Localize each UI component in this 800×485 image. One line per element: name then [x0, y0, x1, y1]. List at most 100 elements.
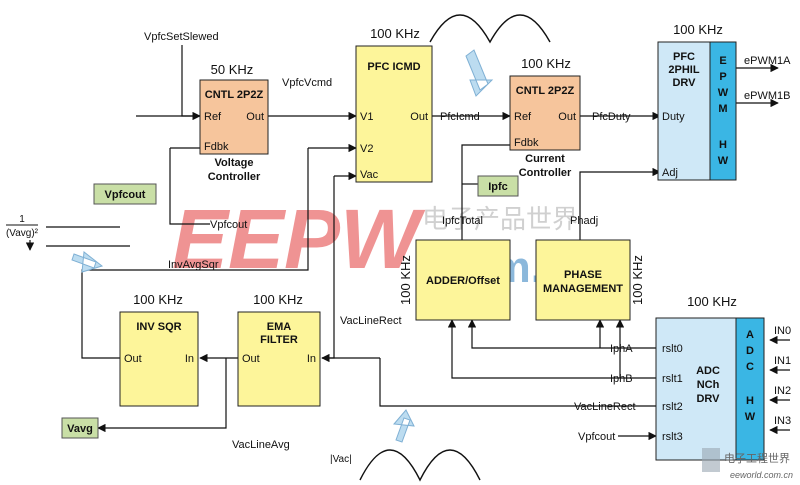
pfc-icmd-signal-label: PfcIcmd	[440, 111, 480, 123]
block-caption: Controller	[519, 167, 572, 179]
block-caption: Current	[525, 153, 565, 165]
block-title: EMA	[267, 321, 292, 333]
block-title: CNTL 2P2Z	[205, 89, 264, 101]
corner-watermark-cn: 电子工程世界	[724, 452, 790, 465]
in1-label: IN1	[774, 355, 791, 367]
blue-arrow-bottom	[392, 409, 415, 443]
port-fdbk: Fdbk	[514, 137, 539, 149]
in0-label: IN0	[774, 325, 791, 337]
epwm1a-label: ePWM1A	[744, 55, 791, 67]
block-title: 2PHIL	[668, 64, 699, 76]
port-out: Out	[410, 111, 428, 123]
corner-watermark-url: eeworld.com.cn	[730, 470, 793, 480]
inv-sqr-block: 100 KHz INV SQR Out In	[119, 292, 199, 407]
hw-letter: D	[746, 345, 754, 357]
vavg-label: Vavg	[67, 423, 93, 435]
block-title: DRV	[672, 77, 696, 89]
vpfc-set-slewed-label: VpfcSetSlewed	[144, 31, 219, 43]
port-ref: Ref	[514, 111, 532, 123]
freq-label: 100 KHz	[133, 292, 183, 307]
hw-letter: E	[719, 55, 726, 67]
hw-letter: W	[718, 155, 729, 167]
port-rslt3: rslt3	[662, 431, 683, 443]
voltage-controller-block: 50 KHz CNTL 2P2Z Ref Out Fdbk Voltage Co…	[199, 62, 269, 183]
freq-label: 100 KHz	[370, 26, 420, 41]
port-fdbk: Fdbk	[204, 141, 229, 153]
vpfcout-adc-label: Vpfcout	[578, 431, 615, 443]
port-duty: Duty	[662, 111, 685, 123]
adder-offset-block: 100 KHz ADDER/Offset	[398, 239, 511, 321]
block-title: MANAGEMENT	[543, 283, 623, 295]
phase-management-block: PHASE MANAGEMENT 100 KHz	[535, 239, 645, 321]
corner-watermark: 电子工程世界 eeworld.com.cn	[702, 448, 793, 480]
signal-labels: VpfcSetSlewed VpfcVcmd PfcIcmd PfcDuty e…	[6, 31, 791, 465]
pfc-driver-block: 100 KHz PFC 2PHIL DRV Duty Adj E P W M H…	[657, 22, 737, 181]
ipfc-label: Ipfc	[488, 181, 508, 193]
pfc-icmd-block: 100 KHz PFC ICMD V1 Out V2 Vac	[355, 26, 433, 183]
vpfcout-signal-label: Vpfcout	[210, 219, 247, 231]
hw-letter: H	[746, 395, 754, 407]
port-ref: Ref	[204, 111, 222, 123]
block-title: ADDER/Offset	[426, 275, 500, 287]
rectified-sine-top	[429, 14, 551, 44]
block-caption: Voltage	[215, 157, 254, 169]
ipfc-label-box: Ipfc	[477, 175, 519, 197]
port-rslt2: rslt2	[662, 401, 683, 413]
block-title: PFC ICMD	[367, 61, 420, 73]
freq-label: 100 KHz	[521, 56, 571, 71]
adc-driver-block: 100 KHz ADC NCh DRV rslt0 rslt1 rslt2 rs…	[655, 294, 765, 461]
in2-label: IN2	[774, 385, 791, 397]
ipha-label: IphA	[610, 343, 633, 355]
ema-filter-block: 100 KHz EMA FILTER Out In	[237, 292, 321, 407]
signal-wires	[46, 45, 790, 441]
vac-abs-label: |Vac|	[330, 454, 352, 465]
watermark-chinese: 电子产品世界	[422, 205, 578, 235]
hw-letter: P	[719, 71, 726, 83]
port-in: In	[185, 353, 194, 365]
vac-line-rect-label: VacLineRect	[340, 315, 402, 327]
block-caption: Controller	[208, 171, 261, 183]
freq-label: 100 KHz	[253, 292, 303, 307]
port-out: Out	[558, 111, 576, 123]
block-title: DRV	[696, 393, 720, 405]
vpfcout-label-box: Vpfcout	[93, 183, 157, 205]
ipfc-total-label: IpfcTotal	[442, 215, 483, 227]
freq-label: 50 KHz	[211, 62, 254, 77]
hw-letter: W	[745, 411, 756, 423]
port-out: Out	[124, 353, 142, 365]
fraction-numerator: 1	[19, 214, 25, 225]
current-controller-block: 100 KHz CNTL 2P2Z Ref Out Fdbk Current C…	[509, 56, 581, 179]
vac-line-rect-adc-label: VacLineRect	[574, 401, 636, 413]
watermark-brand: EEPW	[172, 192, 426, 286]
block-title: FILTER	[260, 334, 298, 346]
port-out: Out	[242, 353, 260, 365]
freq-label: 100 KHz	[673, 22, 723, 37]
block-title: PHASE	[564, 269, 602, 281]
block-title: INV SQR	[136, 321, 181, 333]
block-title: ADC	[696, 365, 720, 377]
hw-letter: C	[746, 361, 754, 373]
port-rslt0: rslt0	[662, 343, 683, 355]
port-adj: Adj	[662, 167, 678, 179]
block-title: CNTL 2P2Z	[516, 85, 575, 97]
watermark: EEPW .com.cn 电子产品世界	[172, 192, 594, 292]
port-out: Out	[246, 111, 264, 123]
vpfc-vcmd-label: VpfcVcmd	[282, 77, 332, 89]
freq-label: 100 KHz	[687, 294, 737, 309]
freq-label: 100 KHz	[398, 255, 413, 305]
iphb-label: IphB	[610, 373, 633, 385]
blue-arrow-top	[465, 49, 494, 97]
port-vac: Vac	[360, 169, 379, 181]
port-v1: V1	[360, 111, 373, 123]
vavg-label-box: Vavg	[61, 417, 99, 439]
port-rslt1: rslt1	[662, 373, 683, 385]
hw-letter: A	[746, 329, 754, 341]
freq-label: 100 KHz	[630, 255, 645, 305]
port-in: In	[307, 353, 316, 365]
in3-label: IN3	[774, 415, 791, 427]
blue-arrow-left	[71, 251, 104, 273]
vac-line-avg-label: VacLineAvg	[232, 439, 290, 451]
pfc-duty-label: PfcDuty	[592, 111, 631, 123]
hw-letter: M	[718, 103, 727, 115]
